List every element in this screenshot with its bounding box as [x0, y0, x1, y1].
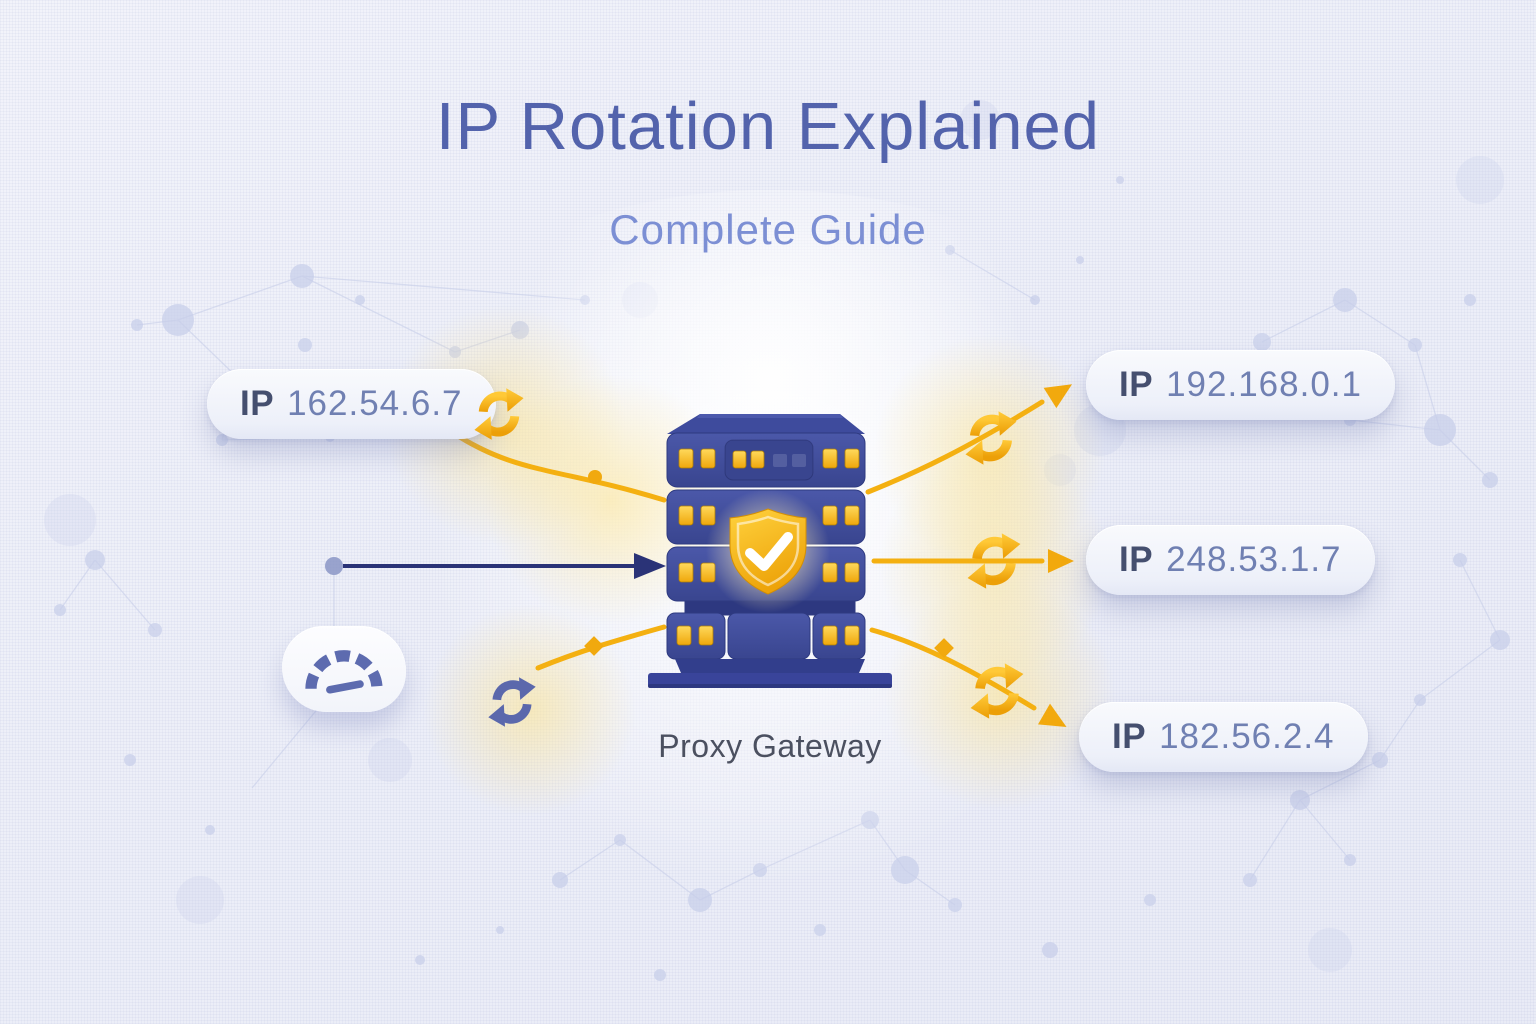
- ip-label: IP: [1119, 365, 1154, 404]
- server-stack-icon: [648, 414, 892, 688]
- rotated-ip-pill-3: IP 182.56.2.4: [1079, 702, 1368, 772]
- ip-value: 192.168.0.1: [1166, 365, 1362, 404]
- ip-value: 162.54.6.7: [287, 384, 463, 423]
- source-ip-pill: IP 162.54.6.7: [207, 369, 496, 439]
- ip-label: IP: [240, 384, 275, 423]
- rotation-icon: [472, 387, 526, 441]
- speedometer-badge: [282, 626, 406, 712]
- ip-label: IP: [1119, 540, 1154, 579]
- rotation-icon: [486, 676, 538, 728]
- page-subtitle: Complete Guide: [609, 206, 927, 253]
- speedometer-icon: [305, 650, 383, 694]
- rotation-icon: [965, 532, 1023, 590]
- ip-value: 182.56.2.4: [1159, 717, 1335, 756]
- gateway-label: Proxy Gateway: [658, 728, 882, 764]
- page-title: IP Rotation Explained: [435, 89, 1101, 164]
- ip-value: 248.53.1.7: [1166, 540, 1342, 579]
- proxy-server-illustration: [645, 405, 895, 695]
- rotated-ip-pill-2: IP 248.53.1.7: [1086, 525, 1375, 595]
- rotated-ip-pill-1: IP 192.168.0.1: [1086, 350, 1395, 420]
- ip-label: IP: [1112, 717, 1147, 756]
- rotation-icon: [968, 662, 1026, 720]
- rotation-icon: [963, 410, 1019, 466]
